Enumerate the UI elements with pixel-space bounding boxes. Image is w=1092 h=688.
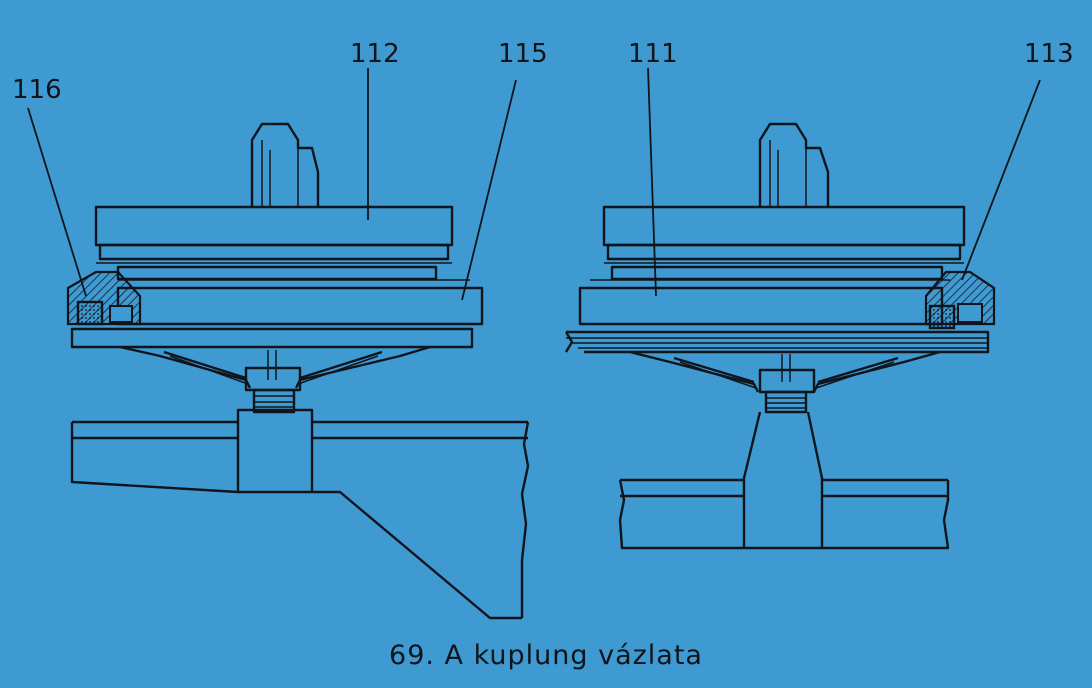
right-clutch-assembly bbox=[564, 67, 1041, 550]
left-threaded-shaft bbox=[252, 388, 296, 414]
left-clutch-assembly bbox=[27, 68, 530, 620]
right-disc bbox=[578, 286, 944, 326]
right-base-plates bbox=[564, 330, 990, 354]
left-frame bbox=[70, 408, 530, 620]
left-pressure-plate bbox=[94, 205, 454, 247]
leader-111 bbox=[647, 67, 657, 297]
label-111: 111 bbox=[628, 39, 678, 69]
label-116: 116 bbox=[12, 75, 62, 105]
left-bolt bbox=[250, 122, 320, 207]
right-threaded-shaft bbox=[764, 390, 808, 414]
right-bolt bbox=[758, 122, 830, 207]
left-spring-cone bbox=[119, 345, 431, 392]
right-pressure-plate bbox=[602, 205, 966, 247]
leader-115 bbox=[461, 79, 517, 301]
right-frame bbox=[618, 411, 950, 550]
right-clamp bbox=[924, 270, 996, 330]
label-113: 113 bbox=[1024, 39, 1074, 69]
leader-116 bbox=[27, 107, 87, 297]
left-clamp bbox=[66, 270, 142, 326]
right-spring-cone bbox=[629, 350, 941, 394]
left-disc bbox=[116, 286, 484, 326]
leader-113 bbox=[961, 79, 1041, 281]
figure-caption: 69. A kuplung vázlata bbox=[389, 640, 703, 671]
label-112: 112 bbox=[350, 39, 400, 69]
label-115: 115 bbox=[498, 39, 548, 69]
left-base-plate bbox=[70, 327, 474, 349]
